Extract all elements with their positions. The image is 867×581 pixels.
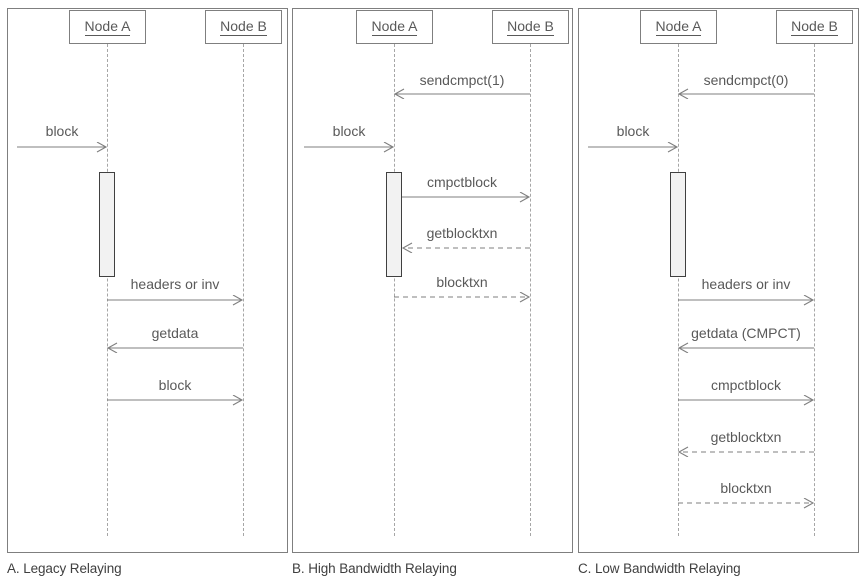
a-actor-node-a[interactable]: Node A bbox=[69, 10, 146, 44]
b-actor-node-b-label: Node B bbox=[507, 18, 554, 37]
a-actor-node-b-label: Node B bbox=[220, 18, 267, 37]
b-msg-cmpctblock-label: cmpctblock bbox=[426, 174, 498, 190]
c-actor-node-a[interactable]: Node A bbox=[640, 10, 717, 44]
a-actor-node-a-label: Node A bbox=[84, 18, 131, 37]
c-actor-node-b[interactable]: Node B bbox=[776, 10, 853, 44]
a-msg-block-label: block bbox=[158, 377, 192, 393]
b-actor-node-a[interactable]: Node A bbox=[356, 10, 433, 44]
c-msg-block-in-label: block bbox=[616, 123, 650, 139]
a-lifeline-node-a bbox=[107, 44, 108, 536]
a-lifeline-node-b bbox=[243, 44, 244, 536]
c-msg-getdata-cmpct-label: getdata (CMPCT) bbox=[691, 325, 801, 341]
c-lifeline-node-a bbox=[678, 44, 679, 536]
a-actor-node-b[interactable]: Node B bbox=[205, 10, 282, 44]
panel-b-high-bandwidth-relaying bbox=[292, 8, 573, 553]
c-actor-node-a-label: Node A bbox=[655, 18, 702, 37]
c-actor-node-b-label: Node B bbox=[791, 18, 838, 37]
panel-c-caption: C. Low Bandwidth Relaying bbox=[578, 561, 741, 576]
a-msg-getdata-label: getdata bbox=[151, 325, 199, 341]
c-msg-sendcmpct-label: sendcmpct(0) bbox=[703, 72, 789, 88]
panel-b-caption: B. High Bandwidth Relaying bbox=[292, 561, 457, 576]
panel-a-legacy-relaying bbox=[7, 8, 288, 553]
c-lifeline-node-b bbox=[814, 44, 815, 536]
panel-a-caption: A. Legacy Relaying bbox=[7, 561, 122, 576]
c-msg-getblocktxn-label: getblocktxn bbox=[710, 429, 782, 445]
b-msg-sendcmpct-label: sendcmpct(1) bbox=[419, 72, 505, 88]
b-actor-node-a-label: Node A bbox=[371, 18, 418, 37]
c-msg-headers-or-inv-label: headers or inv bbox=[701, 276, 791, 292]
c-msg-blocktxn-label: blocktxn bbox=[720, 480, 772, 496]
b-msg-getblocktxn-label: getblocktxn bbox=[426, 225, 498, 241]
b-lifeline-node-b bbox=[530, 44, 531, 536]
a-msg-headers-or-inv-label: headers or inv bbox=[130, 276, 220, 292]
c-activation-bar-node-a bbox=[670, 172, 686, 277]
b-lifeline-node-a bbox=[394, 44, 395, 536]
panel-c-low-bandwidth-relaying bbox=[578, 8, 859, 553]
a-msg-block-in-label: block bbox=[45, 123, 79, 139]
b-activation-bar-node-a bbox=[386, 172, 402, 277]
a-activation-bar-node-a bbox=[99, 172, 115, 277]
b-msg-blocktxn-label: blocktxn bbox=[436, 274, 488, 290]
b-actor-node-b[interactable]: Node B bbox=[492, 10, 569, 44]
c-msg-cmpctblock-label: cmpctblock bbox=[710, 377, 782, 393]
b-msg-block-in-label: block bbox=[332, 123, 366, 139]
